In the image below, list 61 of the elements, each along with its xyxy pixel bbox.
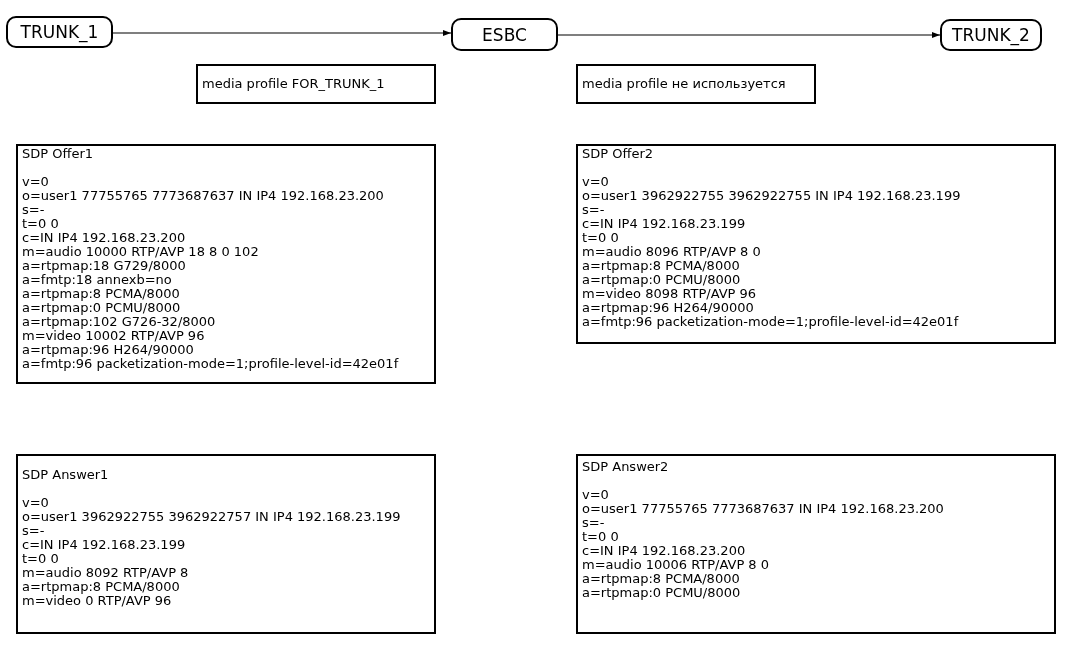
sdp-line: c=IN IP4 192.168.23.199 <box>22 538 186 552</box>
sdp-line: v=0 <box>582 175 609 189</box>
sdp-message-box <box>576 454 1056 634</box>
node-label: TRUNK_1 <box>20 22 99 42</box>
sdp-line: a=rtpmap:8 PCMA/8000 <box>582 259 740 273</box>
sdp-line: m=audio 8092 RTP/AVP 8 <box>22 566 189 580</box>
sdp-line: s=- <box>582 516 605 530</box>
node-label: ESBC <box>482 24 527 45</box>
sdp-line: o=user1 3962922755 3962922757 IN IP4 192.168.23.199 <box>22 510 401 524</box>
sdp-heading: SDP Offer2 <box>582 147 654 161</box>
sdp-message-box <box>16 144 436 384</box>
sdp-line: a=rtpmap:8 PCMA/8000 <box>22 287 180 301</box>
sdp-line: o=user1 77755765 7773687637 IN IP4 192.168.23.200 <box>22 189 384 203</box>
sdp-line: m=video 0 RTP/AVP 96 <box>22 594 172 608</box>
sdp-line: a=rtpmap:0 PCMU/8000 <box>582 273 741 287</box>
sdp-line: m=video 8098 RTP/AVP 96 <box>582 287 757 301</box>
endpoint-box <box>451 18 558 51</box>
sdp-line: s=- <box>22 524 45 538</box>
sdp-line: v=0 <box>22 175 49 189</box>
sdp-line: m=video 10002 RTP/AVP 96 <box>22 329 205 343</box>
node-label: TRUNK_2 <box>952 25 1030 45</box>
sdp-line: a=fmtp:18 annexb=no <box>22 273 172 287</box>
profile-note-text: media profile не используется <box>582 76 786 91</box>
sdp-line: a=rtpmap:0 PCMU/8000 <box>582 586 741 600</box>
arrow <box>557 32 941 38</box>
sdp-message-box <box>16 454 436 634</box>
sdp-line: a=rtpmap:96 H264/90000 <box>582 301 754 315</box>
sdp-line: s=- <box>22 203 45 217</box>
sdp-line: a=fmtp:96 packetization-mode=1;profile-level-id=42e01f <box>582 315 959 329</box>
sdp-line: a=fmtp:96 packetization-mode=1;profile-level-id=42e01f <box>22 357 399 371</box>
sdp-line: t=0 0 <box>582 231 619 245</box>
endpoint-box <box>940 19 1042 51</box>
sdp-line: a=rtpmap:0 PCMU/8000 <box>22 301 181 315</box>
sdp-message-box <box>576 144 1056 344</box>
sdp-line: a=rtpmap:8 PCMA/8000 <box>22 580 180 594</box>
sdp-line: a=rtpmap:102 G726-32/8000 <box>22 315 216 329</box>
sdp-line: c=IN IP4 192.168.23.199 <box>582 217 746 231</box>
endpoint-box <box>6 16 113 48</box>
sdp-line: m=audio 10000 RTP/AVP 18 8 0 102 <box>22 245 259 259</box>
profile-note-text: media profile FOR_TRUNK_1 <box>202 76 385 91</box>
sdp-line: t=0 0 <box>582 530 619 544</box>
sdp-line: a=rtpmap:96 H264/90000 <box>22 343 194 357</box>
sdp-line: a=rtpmap:8 PCMA/8000 <box>582 572 740 586</box>
sdp-line: a=rtpmap:18 G729/8000 <box>22 259 186 273</box>
arrow <box>112 30 452 36</box>
sdp-line: s=- <box>582 203 605 217</box>
sdp-line: o=user1 77755765 7773687637 IN IP4 192.168.23.200 <box>582 502 944 516</box>
sdp-heading: SDP Answer2 <box>582 460 669 474</box>
sdp-heading: SDP Offer1 <box>22 147 94 161</box>
sdp-line: m=audio 8096 RTP/AVP 8 0 <box>582 245 761 259</box>
sdp-heading: SDP Answer1 <box>22 468 109 482</box>
sdp-line: o=user1 3962922755 3962922755 IN IP4 192.168.23.199 <box>582 189 961 203</box>
profile-note-box <box>196 64 436 104</box>
sdp-line: c=IN IP4 192.168.23.200 <box>582 544 746 558</box>
sdp-line: c=IN IP4 192.168.23.200 <box>22 231 186 245</box>
sdp-line: v=0 <box>22 496 49 510</box>
sdp-line: t=0 0 <box>22 552 59 566</box>
profile-note-box <box>576 64 816 104</box>
sdp-line: v=0 <box>582 488 609 502</box>
sdp-line: t=0 0 <box>22 217 59 231</box>
sdp-line: m=audio 10006 RTP/AVP 8 0 <box>582 558 770 572</box>
